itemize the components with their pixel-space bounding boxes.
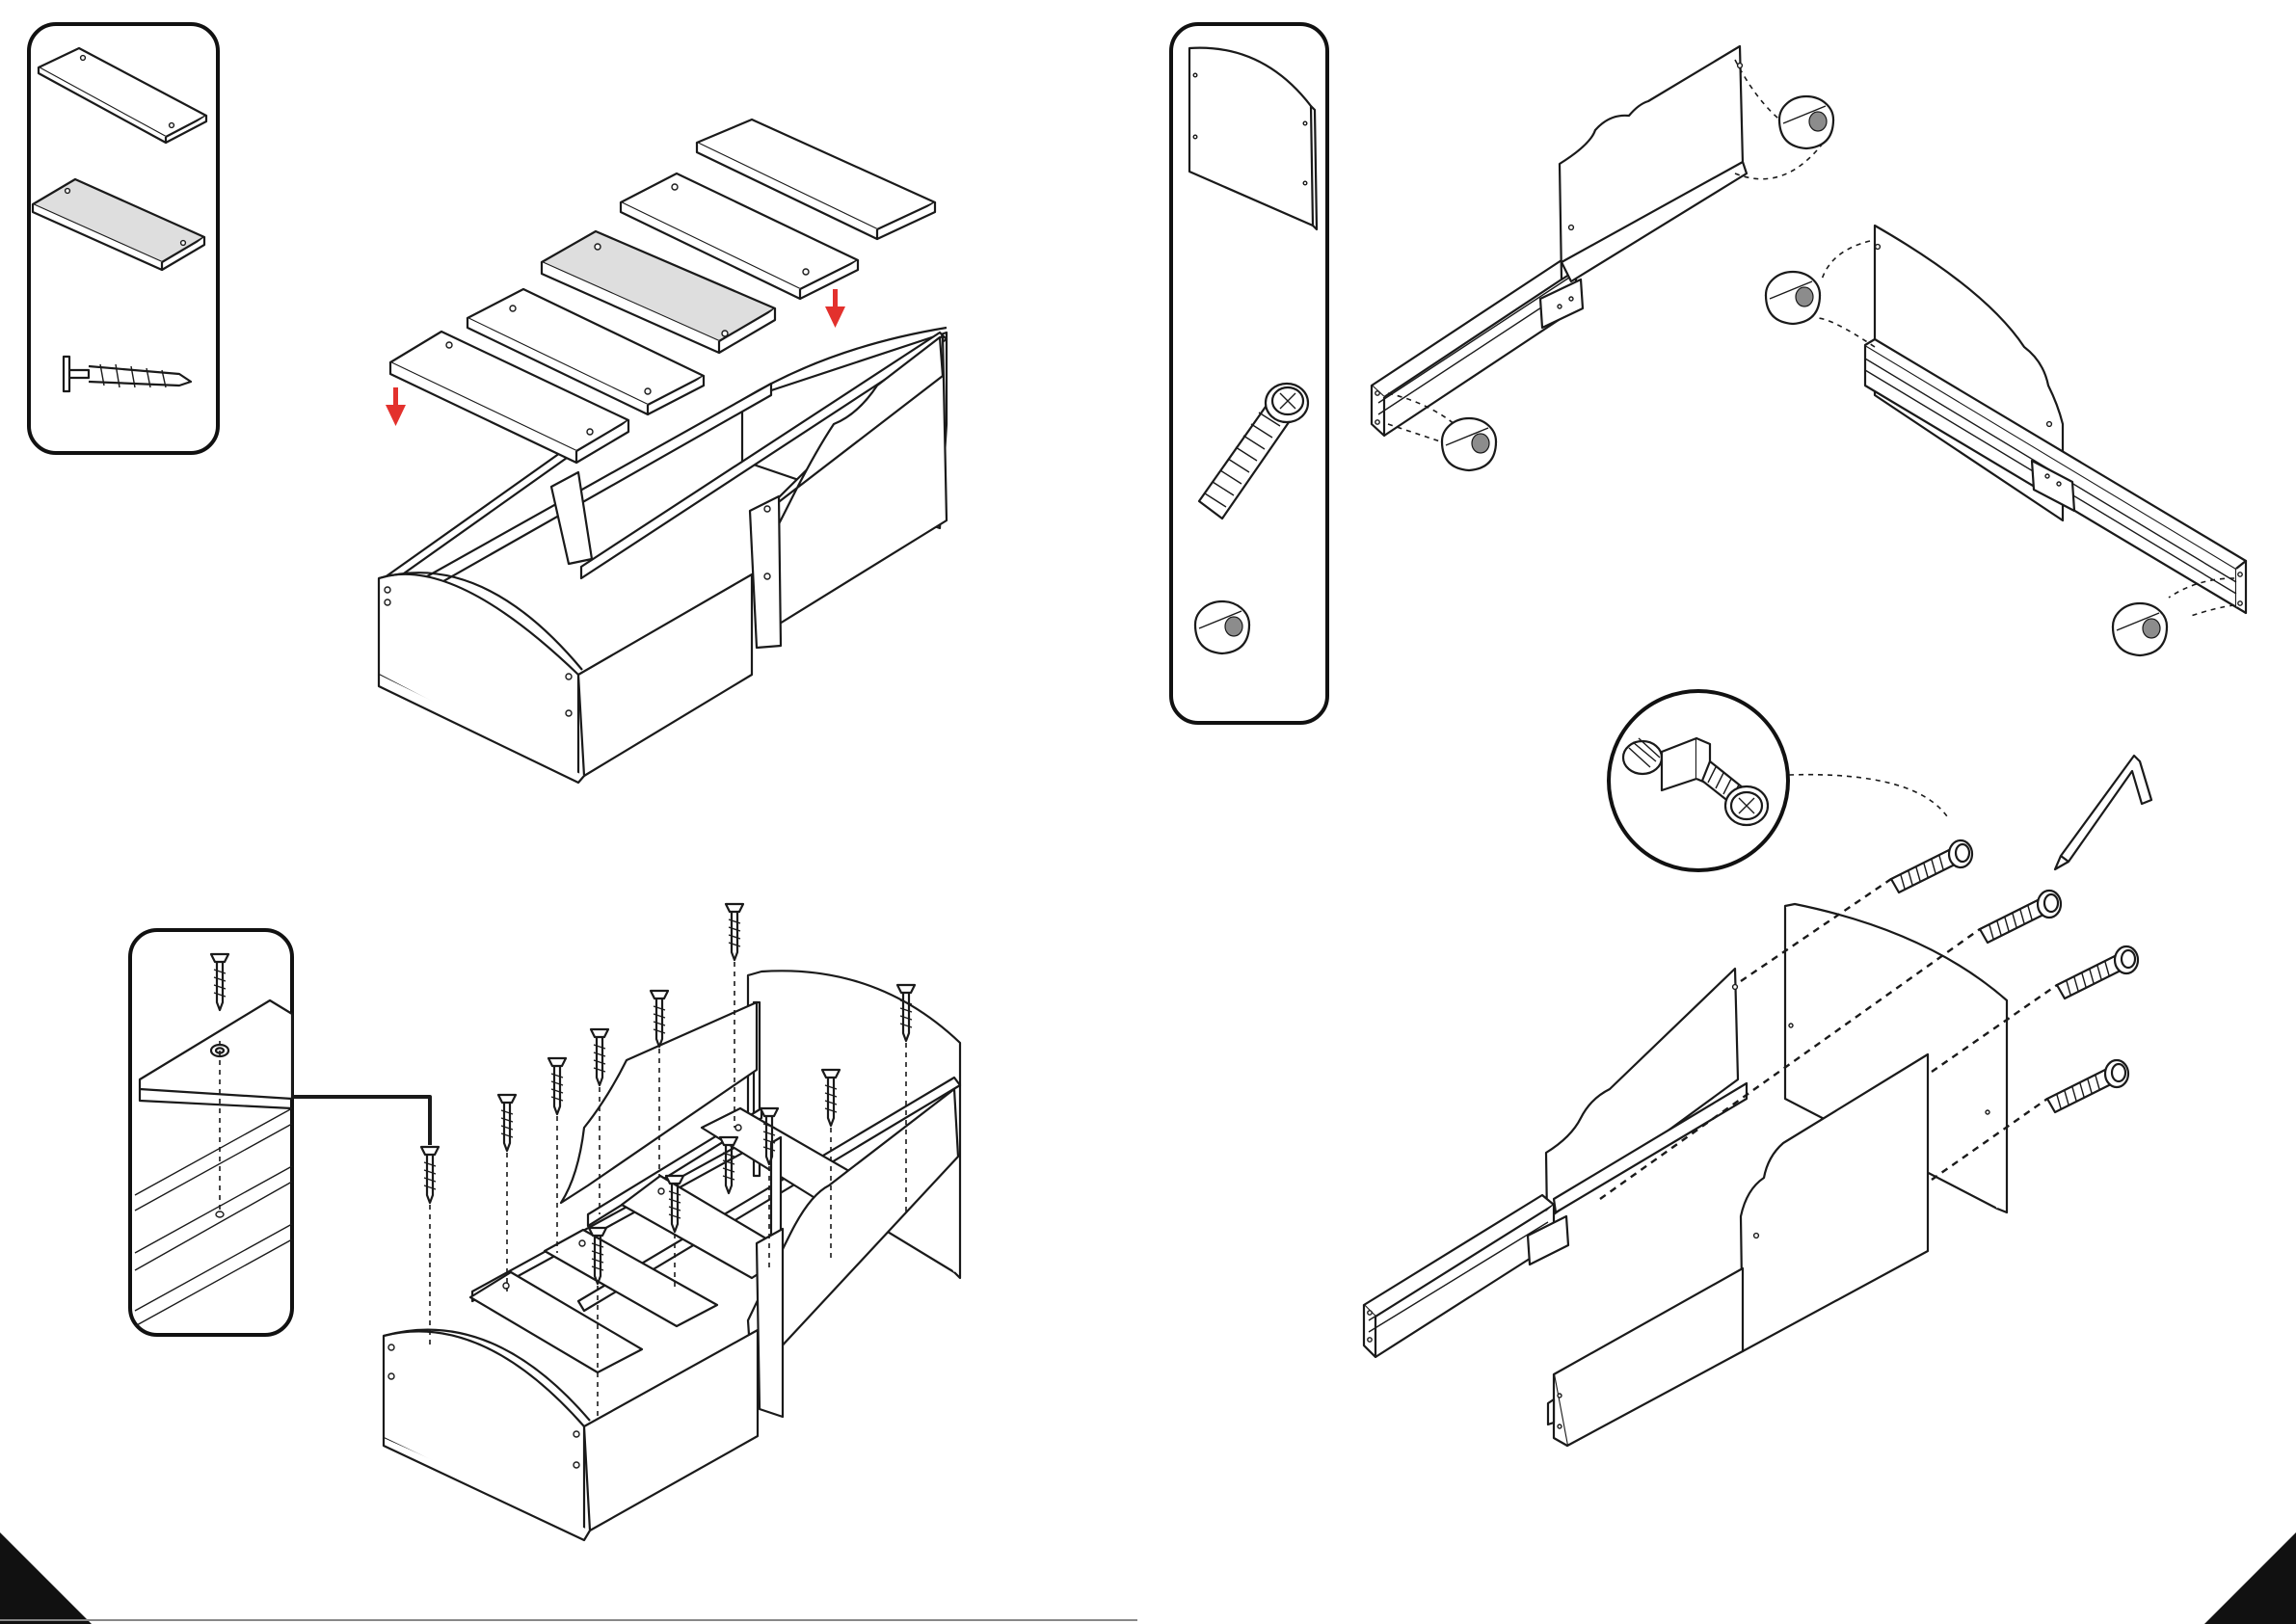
step-slat-placement xyxy=(29,24,947,783)
corner-mark-left xyxy=(0,1532,92,1624)
screw-detail-box xyxy=(130,930,292,1335)
step-cam-nut-insertion xyxy=(1171,24,2246,723)
cam-nut-placed xyxy=(1766,272,1820,324)
cam-nut-placed xyxy=(1442,418,1496,470)
down-arrow-icon xyxy=(386,387,406,426)
footboard xyxy=(379,574,578,779)
allen-key-icon xyxy=(2055,756,2151,869)
side-rail-right xyxy=(1865,226,2246,613)
bolt-and-cam-detail-icon xyxy=(1609,691,1788,870)
bed-frame-step3 xyxy=(384,971,960,1540)
side-rail-left xyxy=(1372,46,1747,436)
cam-nut-placed xyxy=(2113,603,2167,655)
bottom-rule xyxy=(0,1619,1137,1621)
cam-nut-placed xyxy=(1779,96,1833,148)
cam-nut-icon xyxy=(1195,601,1249,653)
leg-back-left xyxy=(551,472,592,564)
footboard xyxy=(384,1331,584,1534)
corner-mark-right xyxy=(2204,1532,2296,1624)
down-arrow-icon xyxy=(825,289,845,328)
step-bolt-assembly xyxy=(1364,691,2151,1446)
step-slat-screwing xyxy=(130,904,960,1540)
leg-front-right xyxy=(750,496,781,648)
